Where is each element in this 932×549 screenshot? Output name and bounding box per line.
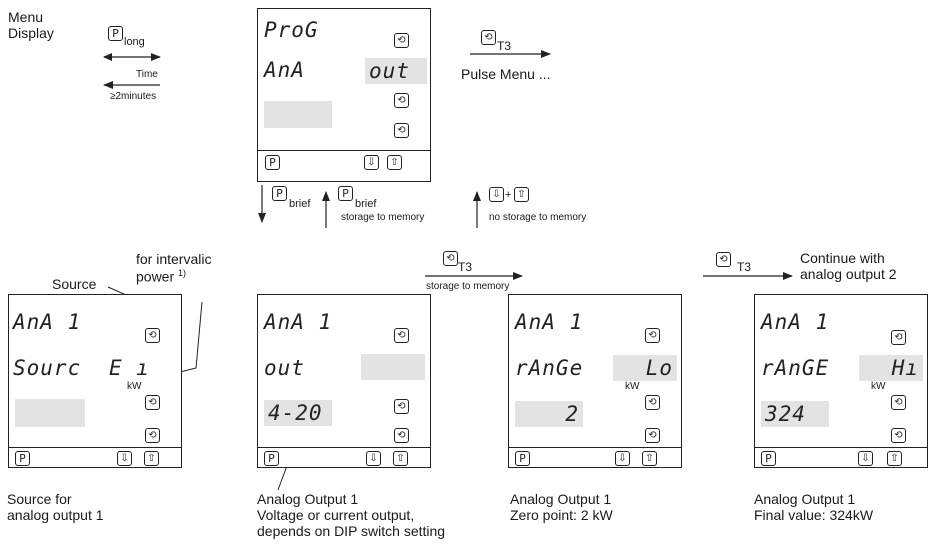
device-output-type: AnA 1 ⟲ out ⟲ 4-20 ⟲ P ⇩ ⇧ [257, 294, 431, 468]
display-line1: AnA 1 [515, 310, 584, 334]
device-source: AnA 1 ⟲ Sourc E ı kW ⟲ ⟲ P ⇩ ⇧ [8, 294, 182, 468]
kw-label: kW [127, 381, 142, 392]
source-label: Source [52, 276, 97, 292]
display-line1: AnA 1 [264, 310, 333, 334]
display-line3: 4-20 [264, 400, 332, 426]
caption-zero-point: Analog Output 1 Zero point: 2 kW [510, 491, 613, 523]
display-line2-right: E ı [109, 356, 150, 380]
menu-display-label: Menu Display [8, 9, 54, 41]
display-line3: 2 [515, 401, 583, 427]
display-line3-blank [15, 399, 85, 427]
minutes-label: ≥2minutes [110, 91, 157, 102]
down-key[interactable]: ⇩ [117, 451, 132, 466]
continue-label: Continue with analog output 2 [800, 250, 897, 282]
down-key-icon: ⇩ [489, 187, 504, 202]
up-key[interactable]: ⇧ [393, 451, 408, 466]
scroll-key-icon: ⟲ [145, 328, 160, 343]
down-key[interactable]: ⇩ [858, 451, 873, 466]
p-key[interactable]: P [264, 451, 279, 466]
scroll-key-icon: ⟲ [716, 252, 731, 267]
device-range-hi: AnA 1 ⟲ rAnGE Hı kW ⟲ 324 ⟲ P ⇩ ⇧ [754, 294, 928, 468]
display-line3: 324 [761, 401, 829, 427]
brief-label: brief [355, 198, 377, 210]
p-key-icon: P [272, 186, 287, 201]
intervalic-label: for intervalic power 1) [136, 251, 212, 285]
display-line2: out [264, 356, 305, 380]
down-key[interactable]: ⇩ [366, 451, 381, 466]
caption-source: Source for analog output 1 [7, 491, 104, 523]
down-key[interactable]: ⇩ [615, 451, 630, 466]
display-line2-right: out [365, 58, 427, 84]
t3-label: T3 [737, 260, 752, 274]
scroll-key-icon: ⟲ [645, 395, 660, 410]
caption-final-value: Analog Output 1 Final value: 324kW [754, 491, 874, 523]
plus-label: + [505, 189, 512, 201]
t3-label: T3 [497, 39, 512, 53]
scroll-key-icon: ⟲ [891, 395, 906, 410]
no-storage-label: no storage to memory [489, 212, 587, 223]
p-key-icon: P [108, 26, 123, 41]
p-key[interactable]: P [15, 451, 30, 466]
brief-label: brief [289, 198, 311, 210]
p-key-icon: P [338, 186, 353, 201]
scroll-key-icon: ⟲ [394, 33, 409, 48]
scroll-key-icon: ⟲ [145, 428, 160, 443]
scroll-key-icon: ⟲ [145, 395, 160, 410]
display-line2: rAnGE [761, 356, 830, 380]
display-line1: AnA 1 [761, 310, 830, 334]
scroll-key-icon: ⟲ [394, 428, 409, 443]
scroll-key-icon: ⟲ [394, 123, 409, 138]
kw-label: kW [871, 381, 886, 392]
display-line2: AnA [264, 58, 305, 82]
scroll-key-icon: ⟲ [645, 328, 660, 343]
p-key[interactable]: P [761, 451, 776, 466]
up-key[interactable]: ⇧ [387, 155, 402, 170]
up-key-icon: ⇧ [514, 187, 529, 202]
display-line2-right: Hı [859, 355, 923, 381]
scroll-key-icon: ⟲ [891, 330, 906, 345]
down-key[interactable]: ⇩ [364, 155, 379, 170]
up-key[interactable]: ⇧ [144, 451, 159, 466]
display-line2: Sourc [13, 356, 82, 380]
device-prog: ProG ⟲ AnA out ⟲ ⟲ P ⇩ ⇧ [257, 8, 431, 182]
display-line1: ProG [264, 18, 319, 42]
intervalic-leader [179, 301, 203, 373]
long-label: long [124, 36, 145, 48]
pulse-menu-label: Pulse Menu ... [461, 66, 551, 82]
p-key[interactable]: P [265, 155, 280, 170]
time-label: Time [136, 69, 158, 80]
p-key[interactable]: P [515, 451, 530, 466]
storage-label: storage to memory [426, 281, 510, 292]
up-key[interactable]: ⇧ [642, 451, 657, 466]
scroll-key-icon: ⟲ [443, 251, 458, 266]
kw-label: kW [625, 381, 640, 392]
device-range-lo: AnA 1 ⟲ rAnGe Lo kW ⟲ 2 ⟲ P ⇩ ⇧ [508, 294, 682, 468]
scroll-key-icon: ⟲ [394, 328, 409, 343]
display-line2-right-blank [361, 354, 425, 380]
t3-label: T3 [458, 260, 473, 274]
scroll-key-icon: ⟲ [891, 428, 906, 443]
display-line1: AnA 1 [13, 310, 82, 334]
scroll-key-icon: ⟲ [645, 428, 660, 443]
display-line3-blank [264, 101, 332, 128]
scroll-key-icon: ⟲ [394, 399, 409, 414]
display-line2-right: Lo [613, 355, 677, 381]
storage-label: storage to memory [341, 212, 425, 223]
caption-output-type: Analog Output 1 Voltage or current outpu… [257, 491, 446, 539]
display-line2: rAnGe [515, 356, 584, 380]
scroll-key-icon: ⟲ [481, 30, 496, 45]
up-key[interactable]: ⇧ [887, 451, 902, 466]
scroll-key-icon: ⟲ [394, 93, 409, 108]
